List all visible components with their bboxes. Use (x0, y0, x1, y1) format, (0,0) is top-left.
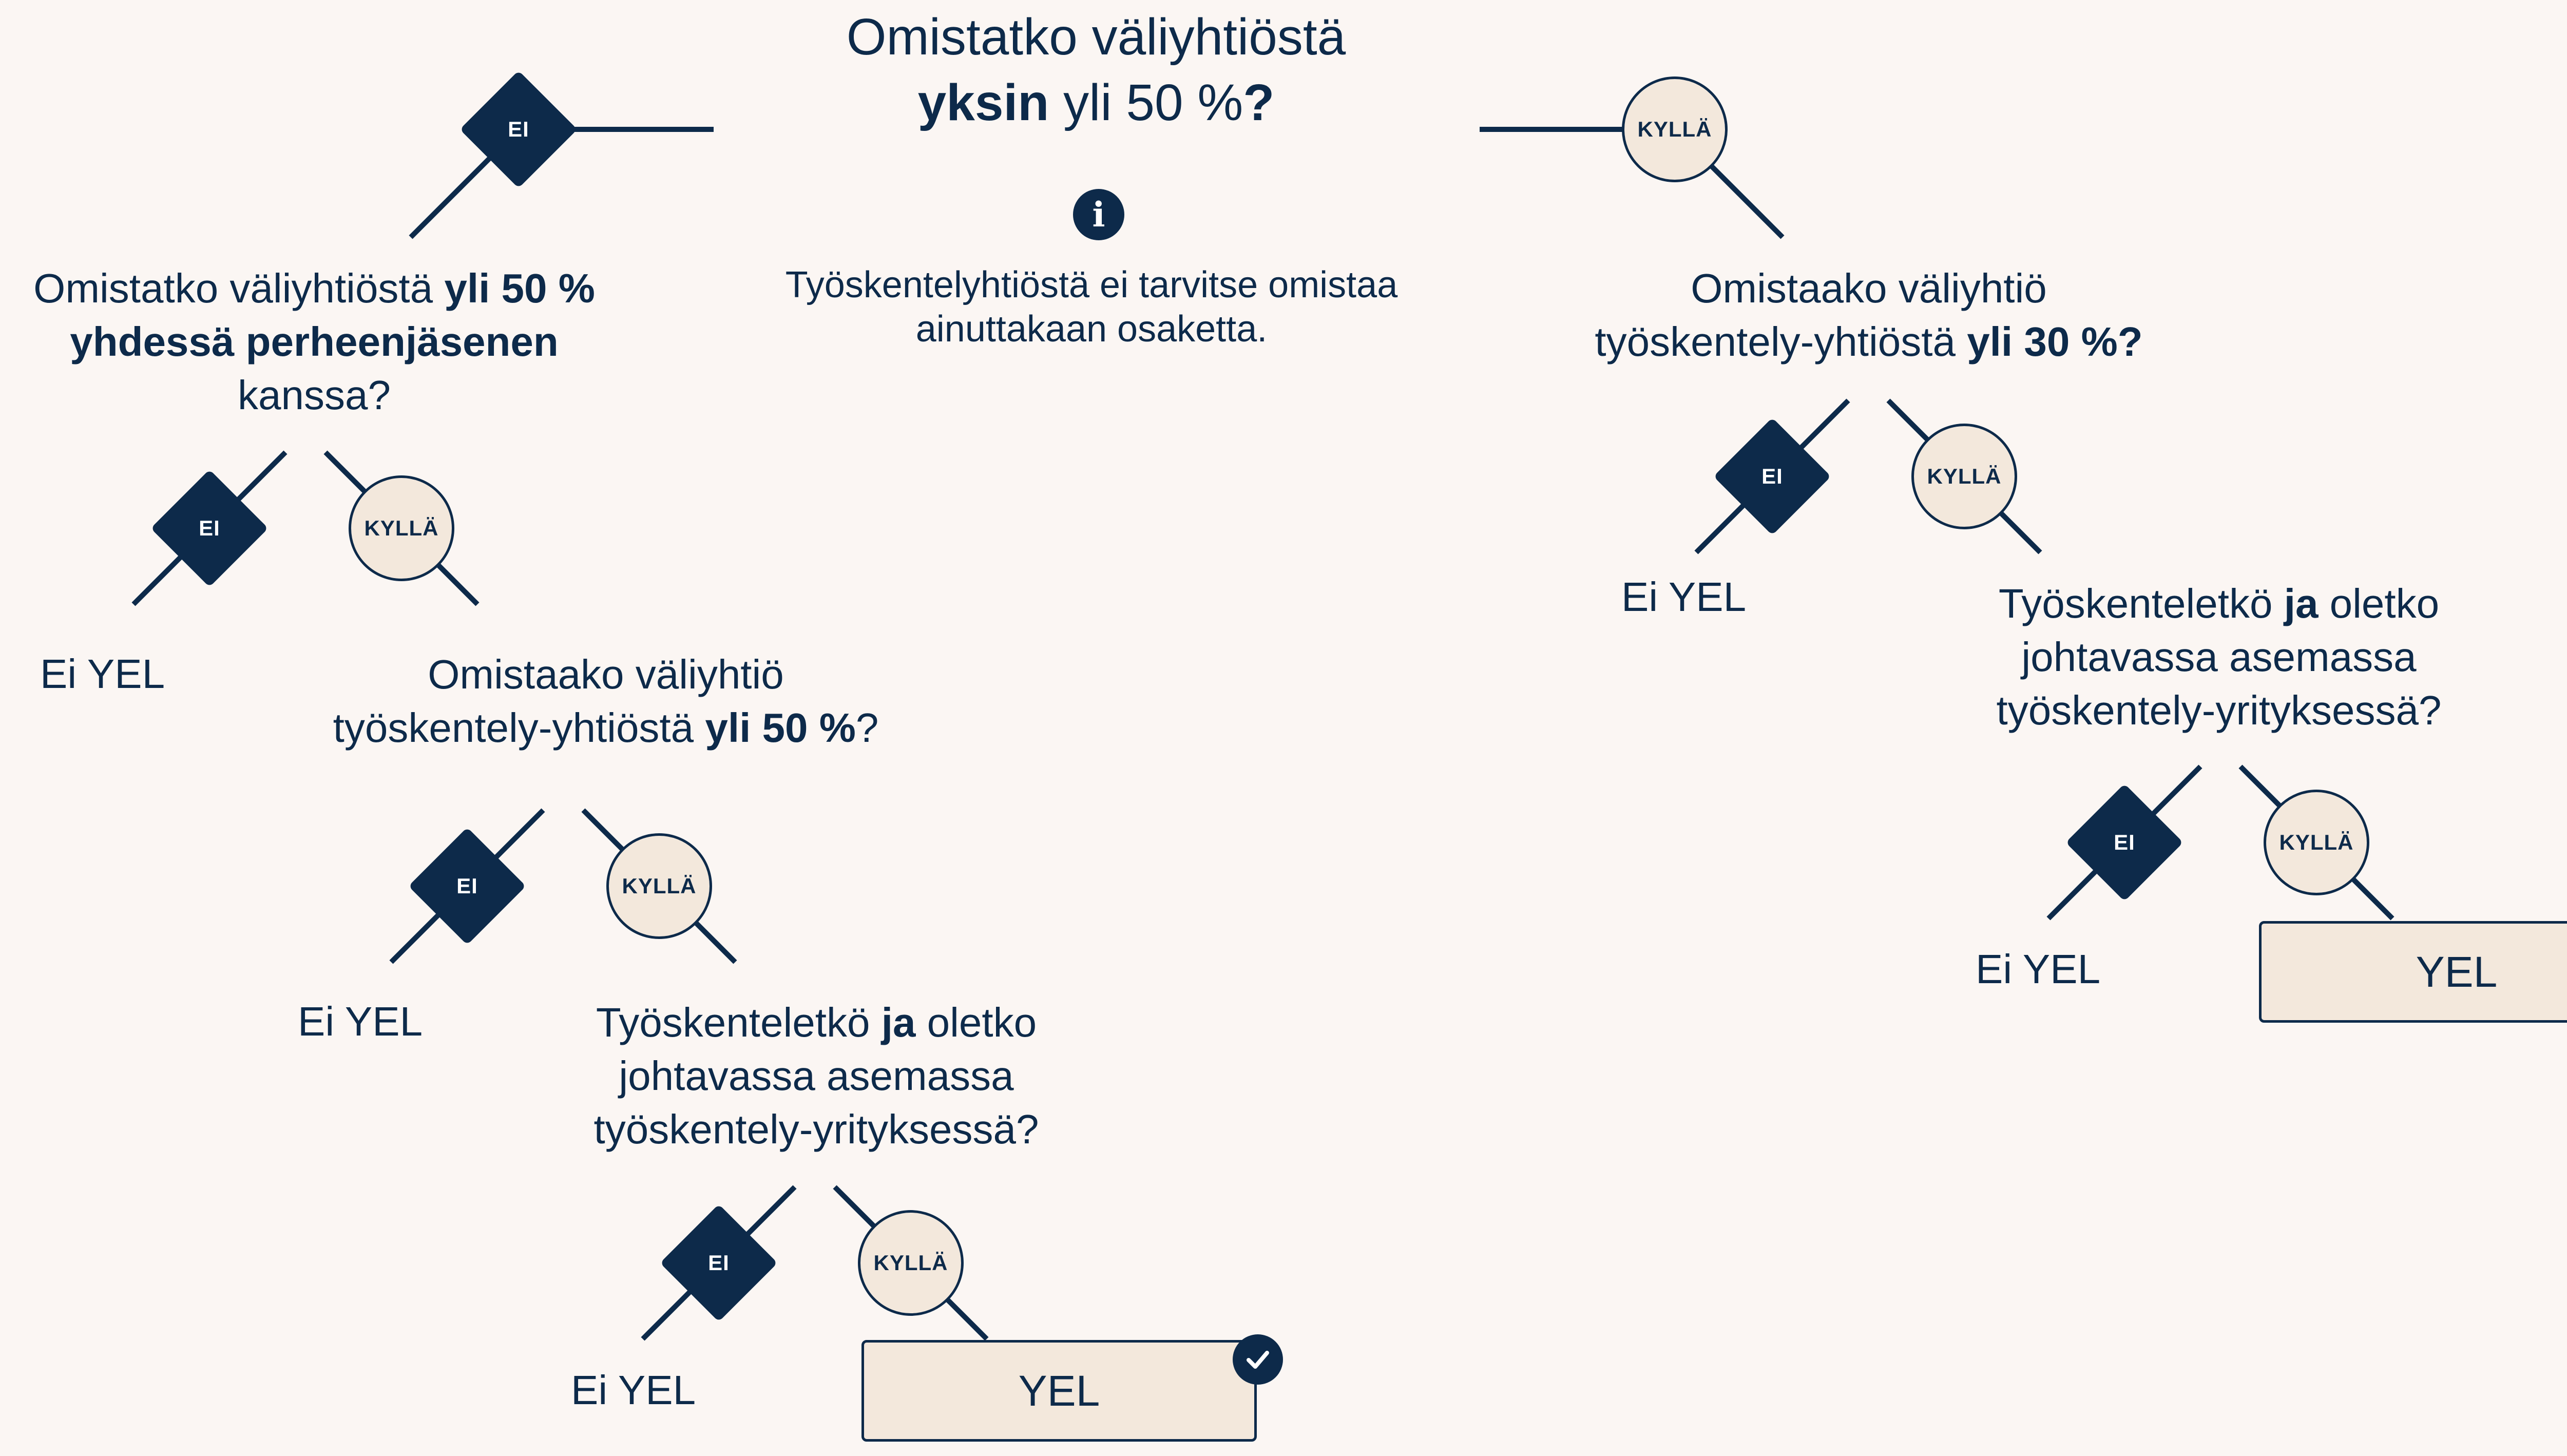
left-sub-question: Omistaako väliyhtiö työskentely-yhtiöstä… (333, 648, 879, 755)
left-final-q-bold: ja (881, 1000, 916, 1045)
left-final-q-line2: johtavassa asemassa (619, 1053, 1014, 1099)
info-note: Työskentelyhtiöstä ei tarvitse omistaa a… (786, 263, 1398, 351)
right-final-q-plain1: Työskenteletkö (1998, 581, 2284, 626)
left-question-bold1: yli 50 % (444, 265, 595, 311)
checkmark-glyph (1247, 1351, 1269, 1369)
root-yes-label: KYLLÄ (1637, 117, 1712, 141)
left-yel-result-label: YEL (1018, 1366, 1100, 1415)
left-no-result: Ei YEL (40, 651, 165, 697)
info-line2: ainuttakaan osaketta. (915, 309, 1268, 350)
left-question-plain2: kanssa? (238, 372, 391, 418)
left-final-yes-label: KYLLÄ (873, 1251, 948, 1275)
left-sub-question-line1: Omistaako väliyhtiö (428, 652, 784, 697)
left-sub-no-result: Ei YEL (298, 999, 423, 1044)
left-question-plain1: Omistatko väliyhtiöstä (33, 265, 445, 311)
left-sub-yes-label: KYLLÄ (622, 874, 697, 898)
left-final-q-plain2: oletko (915, 1000, 1037, 1045)
right-final-q-bold: ja (2284, 581, 2319, 626)
right-no-label: EI (1761, 464, 1783, 488)
right-question-plain: työskentely-yhtiöstä (1595, 319, 1967, 365)
left-final-yes-circle: KYLLÄ (858, 1210, 964, 1316)
right-yel-result-label: YEL (2416, 947, 2498, 996)
left-sub-yes-circle: KYLLÄ (606, 833, 712, 939)
root-question: Omistatko väliyhtiöstä yksin yli 50 %? (847, 4, 1346, 136)
right-final-q-line3: työskentely-yrityksessä? (1996, 687, 2442, 733)
left-question: Omistatko väliyhtiöstä yli 50 % yhdessä … (33, 262, 595, 422)
left-yes-label: KYLLÄ (364, 516, 439, 540)
right-final-yes-label: KYLLÄ (2279, 830, 2354, 854)
left-yes-circle: KYLLÄ (349, 475, 454, 581)
left-final-question: Työskenteletkö ja oletko johtavassa asem… (594, 996, 1039, 1156)
info-line1: Työskentelyhtiöstä ei tarvitse omistaa (785, 264, 1398, 305)
root-question-rest: yli 50 % (1049, 74, 1243, 131)
right-final-no-result: Ei YEL (1976, 946, 2101, 992)
left-sub-question-mark: ? (855, 705, 879, 751)
root-question-line1: Omistatko väliyhtiöstä (846, 8, 1346, 66)
root-question-mark: ? (1243, 74, 1275, 131)
root-yes-circle: KYLLÄ (1622, 76, 1728, 182)
left-sub-no-label: EI (456, 874, 478, 898)
right-final-no-label: EI (2114, 830, 2135, 854)
left-final-q-line3: työskentely-yrityksessä? (593, 1106, 1039, 1152)
checkmark-icon (1233, 1334, 1283, 1385)
left-sub-question-bold: yli 50 % (705, 705, 856, 751)
root-question-bold: yksin (917, 74, 1049, 131)
right-question: Omistaako väliyhtiö työskentely-yhtiöstä… (1595, 262, 2142, 369)
right-question-bold: yli 30 %? (1967, 319, 2143, 365)
right-final-question: Työskenteletkö ja oletko johtavassa asem… (1997, 577, 2442, 737)
right-yel-result-box: YEL (2259, 921, 2567, 1023)
right-final-q-plain2: oletko (2318, 581, 2440, 626)
root-no-label: EI (508, 117, 529, 141)
right-final-q-line2: johtavassa asemassa (2021, 634, 2417, 680)
right-no-result: Ei YEL (1621, 574, 1747, 620)
right-yes-label: KYLLÄ (1927, 464, 2002, 488)
left-yel-result-box: YEL (861, 1340, 1257, 1442)
left-final-no-label: EI (708, 1251, 730, 1275)
left-question-bold2: yhdessä perheenjäsenen (70, 319, 559, 365)
left-no-label: EI (199, 516, 220, 540)
right-final-yes-circle: KYLLÄ (2264, 790, 2369, 895)
left-sub-question-plain: työskentely-yhtiöstä (333, 705, 705, 751)
right-yes-circle: KYLLÄ (1911, 424, 2017, 529)
info-icon: i (1073, 189, 1124, 240)
left-final-no-result: Ei YEL (571, 1367, 696, 1413)
left-final-q-plain1: Työskenteletkö (596, 1000, 882, 1045)
right-question-line1: Omistaako väliyhtiö (1691, 265, 2047, 311)
